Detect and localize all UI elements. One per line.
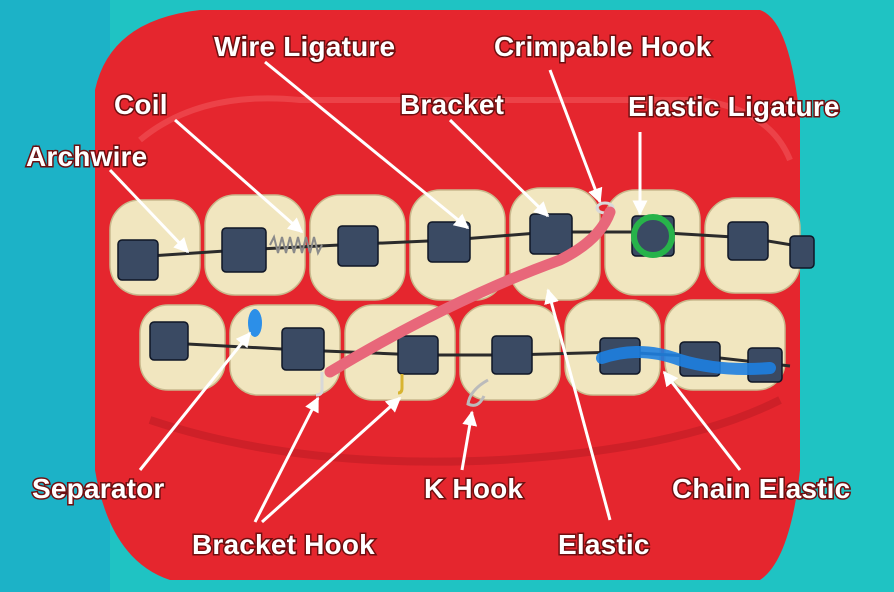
upper-bracket xyxy=(338,226,378,266)
lower-bracket xyxy=(492,336,532,374)
upper-bracket xyxy=(428,222,470,262)
label-bracket-hook: Bracket Hook xyxy=(192,529,375,560)
label-separator: Separator xyxy=(32,473,165,504)
label-crimpable-hook: Crimpable Hook xyxy=(494,31,712,62)
upper-bracket xyxy=(530,214,572,254)
upper-bracket xyxy=(790,236,814,268)
label-wire-ligature: Wire Ligature xyxy=(214,31,395,62)
label-k-hook: K Hook xyxy=(424,473,523,504)
label-coil: Coil xyxy=(114,89,168,120)
label-chain-elastic: Chain Elastic xyxy=(672,473,850,504)
label-elastic-ligature: Elastic Ligature xyxy=(628,91,840,122)
separator-ring xyxy=(248,309,262,337)
lower-bracket xyxy=(398,336,438,374)
label-bracket: Bracket xyxy=(400,89,504,120)
label-archwire: Archwire xyxy=(26,141,147,172)
upper-bracket xyxy=(222,228,266,272)
upper-bracket xyxy=(728,222,768,260)
upper-bracket xyxy=(118,240,158,280)
lower-bracket xyxy=(282,328,324,370)
lower-bracket xyxy=(150,322,188,360)
label-elastic: Elastic xyxy=(558,529,650,560)
